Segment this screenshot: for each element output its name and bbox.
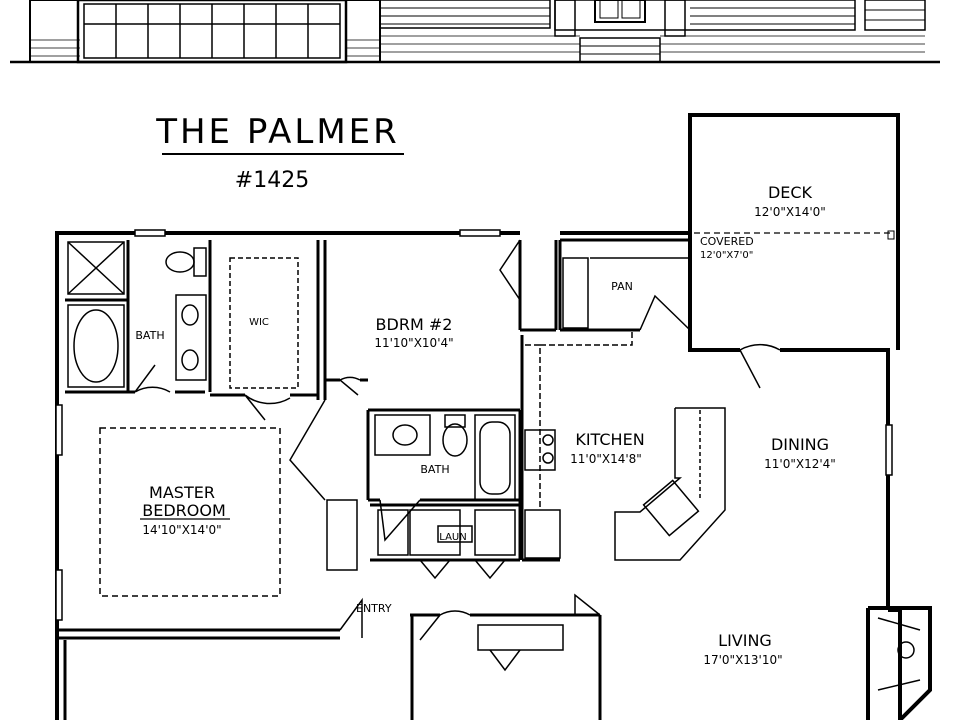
plan-title: THE PALMER [155, 112, 400, 152]
kitchen-size: 11'0"X14'8" [570, 452, 642, 466]
entry-label: ENTRY [356, 602, 392, 615]
doors [134, 239, 781, 672]
living-size: 17'0"X13'10" [703, 653, 782, 667]
deck-label: DECK [768, 183, 813, 202]
hall-bath-label: BATH [420, 463, 449, 476]
room-labels: DECK 12'0"X14'0" COVERED 12'0"X7'0" PAN … [135, 183, 835, 667]
windows [55, 229, 893, 621]
covered-label: COVERED [700, 235, 754, 248]
deck-size: 12'0"X14'0" [754, 205, 826, 219]
laun-label: LAUN [439, 532, 466, 543]
kitchen-label: KITCHEN [575, 430, 644, 449]
master-bath-label: BATH [135, 329, 164, 342]
covered-size: 12'0"X7'0" [700, 250, 753, 261]
wic-label: WIC [249, 317, 269, 328]
pan-label: PAN [611, 280, 633, 293]
plan-number: #1425 [235, 168, 309, 193]
master-label-line2: BEDROOM [142, 501, 226, 520]
master-label-line1: MASTER [149, 483, 215, 502]
dining-size: 11'0"X12'4" [764, 457, 836, 471]
dining-label: DINING [771, 435, 829, 454]
front-elevation [10, 0, 940, 64]
bdrm2-size: 11'10"X10'4" [374, 336, 453, 350]
master-size: 14'10"X14'0" [142, 523, 221, 537]
fixtures [67, 241, 921, 691]
living-label: LIVING [718, 631, 772, 650]
bdrm2-label: BDRM #2 [376, 315, 453, 334]
walls [55, 113, 932, 720]
